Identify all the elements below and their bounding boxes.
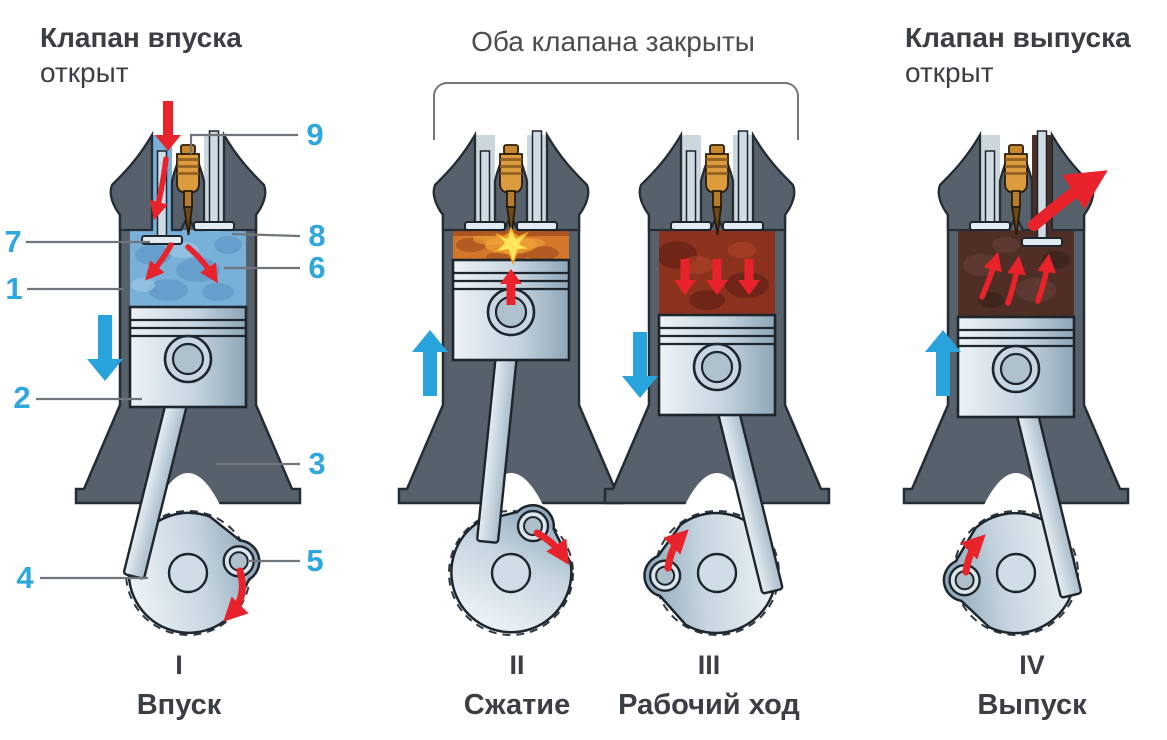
exhaust-valve-head: [1021, 237, 1063, 247]
stroke-label-power: III Рабочий ход: [618, 650, 800, 722]
stroke-numeral: IV: [1019, 650, 1045, 680]
intake-valve-stem: [479, 150, 491, 223]
stroke-label-exhaust: IV Выпуск: [977, 650, 1086, 722]
injector-icon: [499, 144, 523, 236]
intake-valve-stem: [984, 150, 996, 223]
callout-5: 5: [306, 543, 324, 578]
flow-arrow: [1028, 170, 1108, 231]
flow-arrow: [149, 156, 169, 221]
stroke-name: Впуск: [136, 689, 222, 721]
injector-icon: [1004, 144, 1028, 236]
exhaust-valve-header: Клапан выпуска открыт: [905, 20, 1131, 90]
arrow-down: [87, 315, 123, 381]
arrow-down: [155, 101, 181, 151]
head-left-wing: [638, 130, 683, 232]
stroke-numeral: III: [697, 650, 721, 680]
crankshaft-journal: [167, 552, 209, 594]
arrow-down: [622, 332, 658, 398]
crankshaft-journal: [490, 552, 532, 594]
callout-8: 8: [308, 218, 326, 253]
head-right-wing: [545, 130, 590, 232]
exhaust-valve-head: [722, 221, 764, 231]
flow-arrow: [185, 244, 218, 284]
rotation-path: [448, 510, 574, 636]
intake-valve-header: Клапан впуска открыт: [40, 20, 242, 90]
injector-icon: [176, 144, 200, 236]
stroke-name: Рабочий ход: [618, 689, 800, 721]
injector-icon: [705, 144, 729, 236]
flow-arrow: [533, 529, 570, 566]
flow-arrow: [979, 251, 1002, 300]
flow-arrow: [663, 529, 689, 572]
callout-1: 1: [5, 271, 23, 306]
callout-9: 9: [306, 117, 324, 152]
engine-power-stroke: [603, 130, 831, 636]
intake-header-line1: Клапан впуска: [40, 22, 242, 53]
callout-4: 4: [16, 560, 34, 595]
crankshaft-journal: [696, 552, 738, 594]
intake-valve-head: [464, 221, 506, 231]
arrow-down: [674, 259, 696, 295]
crankcase-arch: [156, 473, 220, 505]
crank-pin-bore: [228, 551, 249, 572]
exhaust-valve-head: [193, 221, 235, 231]
piston: [956, 315, 1076, 419]
head-right-wing: [222, 130, 267, 232]
flow-arrow: [1035, 253, 1056, 304]
intake-valve-head: [141, 235, 183, 245]
exhaust-valve-stem: [737, 130, 749, 223]
arrow-down: [706, 259, 728, 295]
crankshaft: [448, 504, 574, 636]
intake-valve-head: [670, 221, 712, 231]
stroke-numeral: I: [175, 650, 183, 680]
head-left-wing: [432, 130, 477, 232]
piston: [451, 258, 571, 362]
engine-exhaust-stroke: [902, 130, 1130, 636]
exhaust-valve-stem: [208, 130, 220, 223]
crankcase-arch: [685, 473, 749, 505]
intake-valve-stem: [685, 150, 697, 223]
engine-intake-stroke: [74, 101, 302, 636]
piston: [657, 313, 777, 417]
both-valves-header: Оба клапана закрыты: [471, 26, 755, 57]
flow-arrow: [223, 567, 249, 622]
intake-valve-head: [969, 221, 1011, 231]
flow-arrow: [145, 242, 174, 281]
arrow-up: [412, 330, 448, 396]
spark-icon: [492, 226, 532, 266]
stroke-label-compression: II Сжатие: [464, 650, 571, 722]
flow-arrow: [1005, 255, 1026, 306]
rotation-path: [953, 510, 1079, 636]
exhaust-valve-stem: [531, 130, 543, 223]
engine-compression-stroke: [397, 130, 625, 636]
piston: [128, 305, 248, 409]
arrow-down: [738, 259, 760, 295]
intake-header-line2: открыт: [40, 57, 129, 88]
arrow-up: [925, 330, 961, 396]
exhaust-valve-head: [516, 221, 558, 231]
head-right-wing: [751, 130, 796, 232]
both-valves-bracket: [433, 82, 799, 140]
head-left-wing: [109, 130, 154, 232]
head-left-wing: [937, 130, 982, 232]
callout-2: 2: [13, 380, 31, 415]
stroke-name: Выпуск: [977, 689, 1087, 721]
crankshaft-journal: [995, 552, 1037, 594]
exhaust-header-line2: открыт: [905, 57, 994, 88]
stroke-numeral: II: [509, 650, 525, 680]
flow-arrow: [960, 534, 986, 576]
callout-3: 3: [308, 446, 326, 481]
callout-7: 7: [4, 224, 22, 259]
stroke-label-intake: I Впуск: [137, 650, 222, 722]
callout-6: 6: [308, 250, 326, 285]
arrow-up: [500, 269, 522, 305]
exhaust-header-line1: Клапан выпуска: [905, 22, 1131, 53]
stroke-name: Сжатие: [463, 689, 571, 721]
